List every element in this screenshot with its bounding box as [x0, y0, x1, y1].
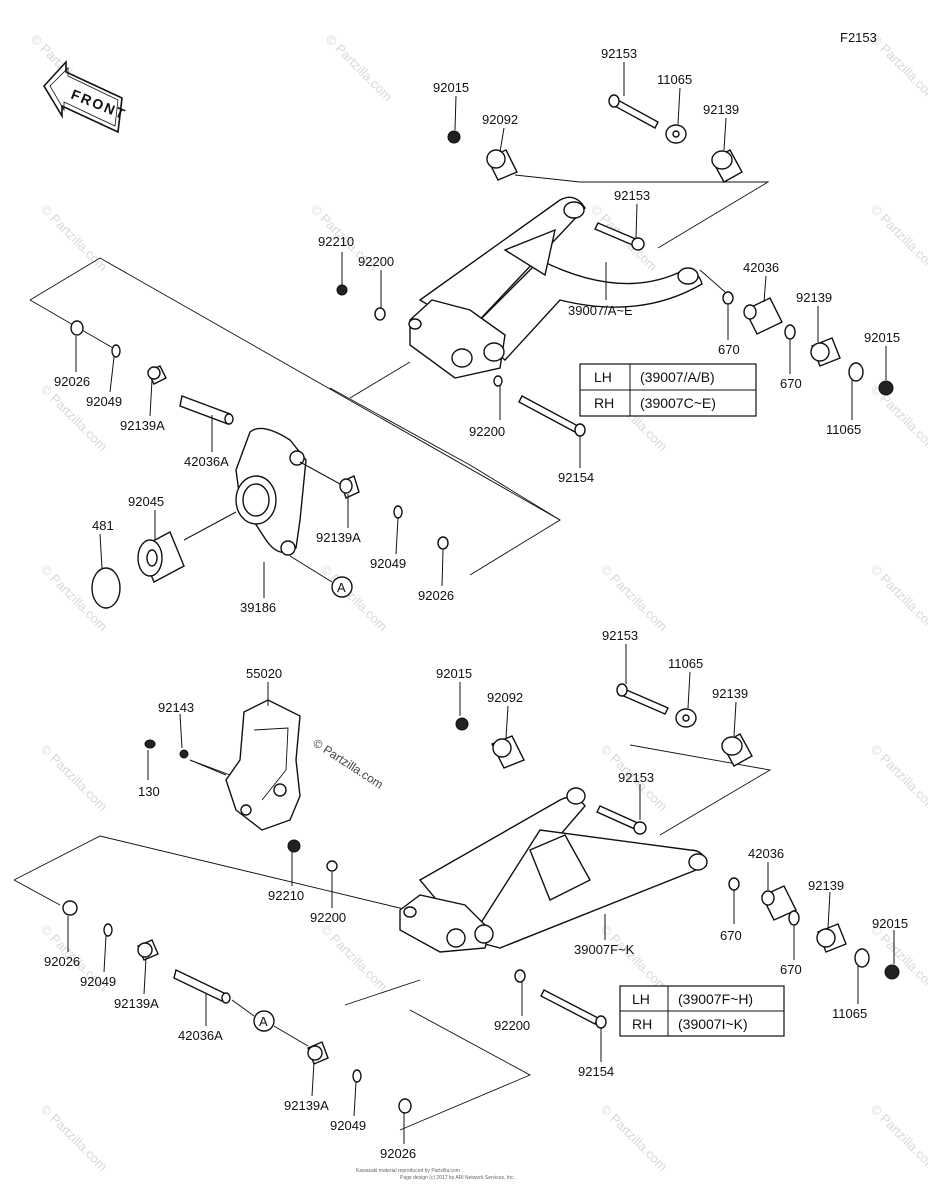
center-watermark: © Partzilla.com	[310, 736, 385, 792]
part-label: 11065	[832, 1006, 867, 1021]
part-label: 92049	[86, 394, 122, 409]
part-label: 11065	[668, 656, 703, 671]
part-label: 92026	[418, 588, 454, 603]
watermark: © Partzilla.com	[868, 922, 928, 995]
part-label: 92049	[80, 974, 116, 989]
part-label: 92153	[602, 628, 638, 643]
reference-marker	[253, 1010, 275, 1032]
upper-assembly: A 92153 11065 92139 92	[29, 46, 900, 615]
watermark: © Partzilla.com	[38, 382, 111, 455]
watermark: © Partzilla.com	[868, 562, 928, 635]
part-label: 42036A	[184, 454, 229, 469]
part-label: 92139A	[316, 530, 361, 545]
part-label: 92210	[318, 234, 354, 249]
part-label: 92200	[494, 1018, 530, 1033]
part-label: 130	[138, 784, 160, 799]
part-label: 92153	[618, 770, 654, 785]
part-label: 92045	[128, 494, 164, 509]
part-label: 92015	[864, 330, 900, 345]
side-code-table: LH (39007F~H) RH (39007I~K)	[619, 985, 785, 1037]
watermark: © Partzilla.com	[868, 202, 928, 275]
part-label: 92092	[482, 112, 518, 127]
part-label: 92139	[703, 102, 739, 117]
table-side: RH	[594, 395, 614, 411]
part-label: 670	[780, 376, 802, 391]
part-label: 481	[92, 518, 114, 533]
watermark: © Partzilla.com	[323, 32, 396, 105]
part-label: 92154	[558, 470, 594, 485]
watermark: © Partzilla.com	[598, 922, 671, 995]
front-arrow-icon: FRONT	[43, 59, 129, 134]
part-label: 39186	[240, 600, 276, 615]
part-label: 11065	[826, 422, 861, 437]
part-label: 42036	[748, 846, 784, 861]
watermark: © Partzilla.com	[38, 742, 111, 815]
part-label: 92153	[601, 46, 637, 61]
part-label: 92139	[712, 686, 748, 701]
part-label: 92200	[358, 254, 394, 269]
part-label: 92026	[54, 374, 90, 389]
watermark: © Partzilla.com	[598, 562, 671, 635]
footer-line: Page design (c) 2017 by ARI Network Serv…	[400, 1175, 515, 1181]
watermark: © Partzilla.com	[868, 32, 928, 105]
watermark: © Partzilla.com	[318, 562, 391, 635]
part-label: 92200	[310, 910, 346, 925]
watermark: © Partzilla.com	[38, 202, 111, 275]
part-label: 39007F~K	[574, 942, 635, 957]
table-side: RH	[632, 1016, 652, 1032]
watermark: © Partzilla.com	[318, 922, 391, 995]
part-label: 92154	[578, 1064, 614, 1079]
part-label: 92139	[808, 878, 844, 893]
table-code: (39007C~E)	[640, 395, 716, 411]
part-label: 92139	[796, 290, 832, 305]
part-label: 92139A	[114, 996, 159, 1011]
watermark: © Partzilla.com	[38, 562, 111, 635]
part-label: 92153	[614, 188, 650, 203]
reference-marker-label: A	[337, 580, 346, 595]
part-label: 670	[718, 342, 740, 357]
part-label: 55020	[246, 666, 282, 681]
part-label: 670	[780, 962, 802, 977]
table-side: LH	[594, 369, 612, 385]
footer-line: Kawasaki material reproduced by Partzill…	[356, 1168, 460, 1174]
table-code: (39007/A/B)	[640, 369, 715, 385]
watermark: © Partzilla.com	[38, 1102, 111, 1175]
part-label: 92200	[469, 424, 505, 439]
part-label: 39007/A~E	[568, 303, 633, 318]
lower-assembly: © Partzilla.com	[13, 628, 908, 1161]
figure-code: F2153	[840, 30, 877, 45]
part-label: 92015	[872, 916, 908, 931]
watermark-layer: © Partzilla.com © Partzilla.com © Partzi…	[28, 32, 928, 1175]
part-label: 92026	[380, 1146, 416, 1161]
part-label: 670	[720, 928, 742, 943]
watermark: © Partzilla.com	[868, 1102, 928, 1175]
table-side: LH	[632, 991, 650, 1007]
reference-marker-label: A	[259, 1014, 268, 1029]
part-label: 92015	[436, 666, 472, 681]
part-label: 92143	[158, 700, 194, 715]
part-label: 92026	[44, 954, 80, 969]
watermark: © Partzilla.com	[598, 1102, 671, 1175]
part-label: 92049	[330, 1118, 366, 1133]
table-code: (39007I~K)	[678, 1016, 748, 1032]
reference-marker	[331, 576, 353, 598]
part-label: 92015	[433, 80, 469, 95]
table-code: (39007F~H)	[678, 991, 753, 1007]
part-label: 42036A	[178, 1028, 223, 1043]
part-label: 42036	[743, 260, 779, 275]
part-label: 11065	[657, 72, 692, 87]
watermark: © Partzilla.com	[868, 382, 928, 455]
part-label: 92139A	[120, 418, 165, 433]
part-label: 92092	[487, 690, 523, 705]
part-label: 92139A	[284, 1098, 329, 1113]
side-code-table: LH (39007/A/B) RH (39007C~E)	[579, 363, 757, 417]
part-label: 92049	[370, 556, 406, 571]
part-label: 92210	[268, 888, 304, 903]
watermark: © Partzilla.com	[868, 742, 928, 815]
